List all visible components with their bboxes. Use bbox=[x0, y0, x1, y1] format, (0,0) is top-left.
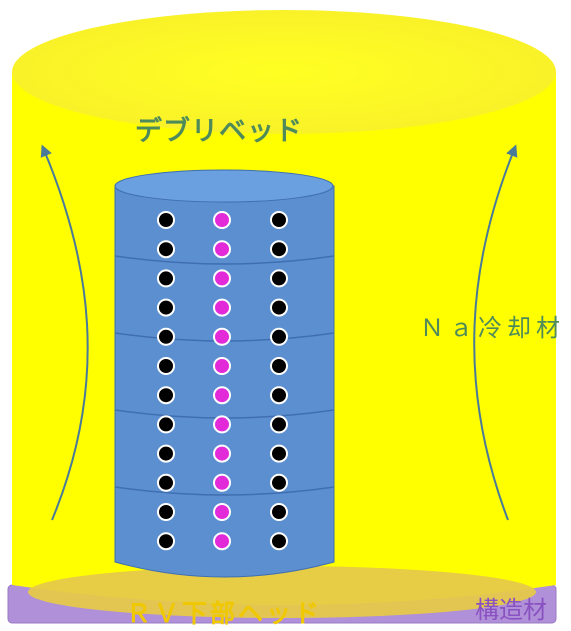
rv-lower-head-label: ＲＶ下部ヘッド bbox=[126, 599, 323, 628]
fuel-pin-black bbox=[270, 473, 288, 492]
fuel-pin-black bbox=[157, 415, 175, 434]
na-coolant-label: Ｎａ冷却材 bbox=[420, 314, 565, 342]
debris-bed-label: デブリベッド bbox=[135, 116, 303, 147]
fuel-pin-black bbox=[157, 503, 175, 521]
fuel-pins bbox=[157, 211, 288, 551]
fuel-pin-black bbox=[270, 444, 288, 463]
cylinder-band bbox=[114, 486, 335, 496]
fuel-pin-magenta bbox=[213, 386, 231, 405]
fuel-pin-black bbox=[270, 503, 288, 521]
fuel-pin-black bbox=[270, 415, 288, 434]
fuel-pin-black bbox=[270, 357, 288, 375]
fuel-pin-black bbox=[157, 444, 175, 463]
fuel-pin-black bbox=[157, 386, 175, 405]
coolant-cylinder-top bbox=[12, 10, 556, 134]
fuel-pin-black bbox=[157, 357, 175, 375]
flow-arrow-right bbox=[473, 144, 518, 521]
fuel-pin-magenta bbox=[213, 532, 231, 551]
fuel-pin-black bbox=[270, 327, 288, 346]
fuel-pin-black bbox=[157, 298, 175, 317]
fuel-pin-black bbox=[270, 269, 288, 288]
cylinder-band bbox=[114, 255, 335, 265]
fuel-pin-black bbox=[157, 240, 175, 259]
fuel-pin-black bbox=[157, 473, 175, 492]
fuel-pin-black bbox=[270, 240, 288, 259]
cylinder-bands bbox=[114, 255, 335, 496]
fuel-pin-magenta bbox=[213, 327, 231, 346]
fuel-pin-black bbox=[157, 327, 175, 346]
fuel-pin-magenta bbox=[213, 357, 231, 375]
rv-lower-head-ellipse bbox=[28, 566, 536, 618]
fuel-pin-black bbox=[157, 211, 175, 229]
fuel-pin-black bbox=[270, 532, 288, 551]
fuel-pin-magenta bbox=[213, 473, 231, 492]
fuel-pin-magenta bbox=[213, 503, 231, 521]
fuel-pin-magenta bbox=[213, 240, 231, 259]
fuel-pin-black bbox=[270, 298, 288, 317]
fuel-pin-magenta bbox=[213, 444, 231, 463]
fuel-pin-magenta bbox=[213, 298, 231, 317]
fuel-pin-black bbox=[157, 532, 175, 551]
fuel-pin-magenta bbox=[213, 211, 231, 229]
fuel-pin-black bbox=[157, 269, 175, 288]
fuel-pin-black bbox=[270, 386, 288, 405]
structural-material-label: 構造材 bbox=[475, 596, 547, 624]
fuel-pin-magenta bbox=[213, 415, 231, 434]
fuel-pin-black bbox=[270, 211, 288, 229]
flow-arrow-left bbox=[40, 144, 89, 521]
debris-cylinder-top bbox=[114, 169, 334, 203]
fuel-pin-magenta bbox=[213, 269, 231, 288]
